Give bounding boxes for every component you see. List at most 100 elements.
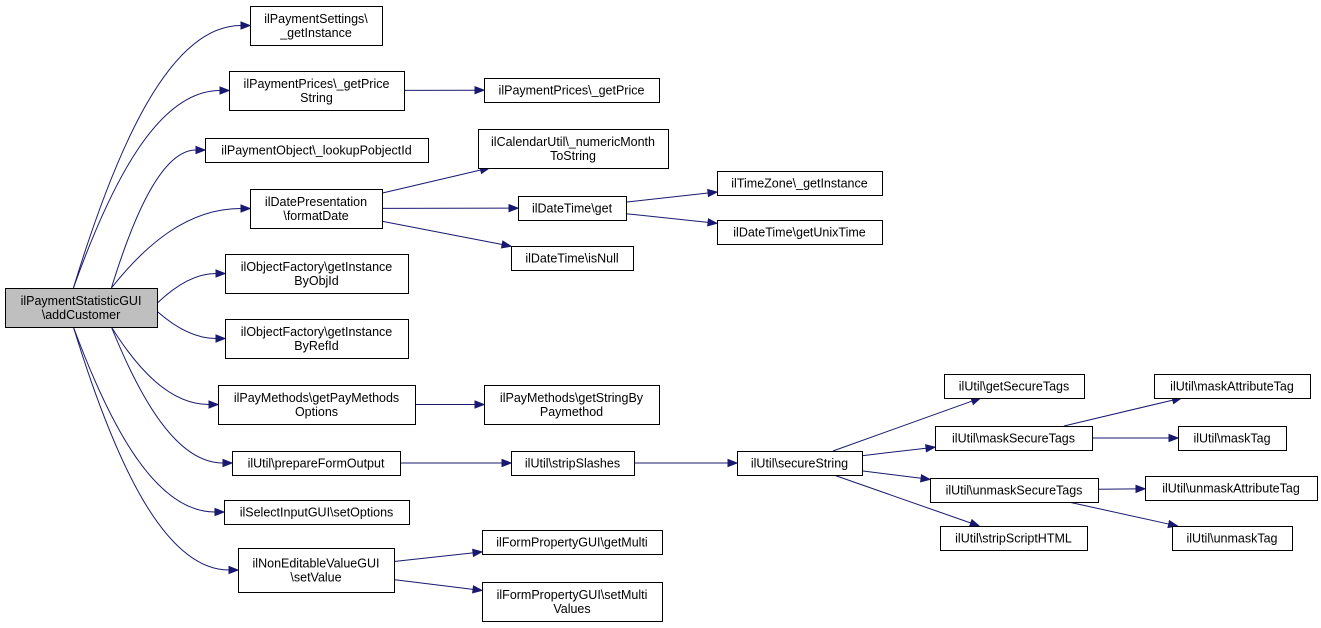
node-label-line: ilUtil\unmaskSecureTags [946, 484, 1083, 498]
edge-arrowhead [208, 400, 220, 409]
node-label-line: ilUtil\stripSlashes [525, 457, 620, 471]
node-box [232, 451, 401, 476]
edge-arrowhead [215, 334, 227, 343]
edge-masksec-to-masktag [1092, 433, 1180, 443]
node-label-line: ilPaymentPrices\_getPrice [499, 84, 645, 98]
node-label-line: ilUtil\unmaskTag [1186, 532, 1277, 546]
edge-line [110, 149, 197, 289]
node-box [484, 385, 660, 425]
edge-line [110, 326, 210, 405]
node-box [1178, 426, 1287, 451]
node-label-line: \formatDate [283, 209, 348, 223]
node-label-line: ilPaymentPrices\_getPrice [244, 77, 390, 91]
call-graph-nodes: ilPaymentStatisticGUI\addCustomer ilPayme… [5, 6, 1318, 622]
node-securestr[interactable]: ilUtil\secureString [737, 451, 863, 476]
node-masktag[interactable]: ilUtil\maskTag [1178, 426, 1287, 451]
edge-datepres-to-calmonth [381, 166, 491, 194]
node-label-line: Values [553, 602, 590, 616]
edge-arrowhead [222, 458, 234, 468]
edge-arrowhead [501, 458, 513, 468]
edge-line [1068, 501, 1169, 525]
node-box [225, 319, 409, 359]
edge-pricestr-to-getprice [403, 85, 486, 95]
node-box [511, 451, 635, 476]
node-box [482, 530, 663, 555]
node-settings[interactable]: ilPaymentSettings\_getInstance [250, 6, 383, 46]
edge-arrowhead [215, 269, 227, 278]
edge-dtget-to-tzinst [625, 188, 719, 203]
edge-root-to-datepres [111, 204, 252, 289]
node-datepres[interactable]: ilDatePresentation\formatDate [250, 189, 383, 229]
edge-arrowhead [214, 507, 226, 517]
edge-datepres-to-dtget [381, 203, 520, 213]
node-box [935, 426, 1093, 451]
edge-unmasksec-to-unmaskattr [1097, 484, 1147, 494]
edge-line [72, 90, 221, 289]
edge-securestr-to-unmasksec [861, 470, 932, 483]
edge-prepform-to-strip [400, 458, 513, 468]
edge-line [156, 310, 217, 339]
node-box [205, 138, 429, 163]
edge-arrowhead [727, 458, 739, 468]
edge-arrowhead [195, 145, 207, 155]
node-label-line: ToString [550, 149, 596, 163]
node-noneditable[interactable]: ilNonEditableValueGUI\setValue [238, 548, 395, 593]
node-masksec[interactable]: ilUtil\maskSecureTags [935, 426, 1093, 451]
node-label-line: ilDatePresentation [265, 195, 367, 209]
edge-arrowhead [472, 585, 484, 594]
node-box [511, 246, 634, 271]
edge-arrowhead [240, 21, 252, 30]
node-label-line: ilUtil\maskSecureTags [952, 432, 1075, 446]
edge-line [861, 447, 927, 457]
node-unixtime[interactable]: ilDateTime\getUnixTime [717, 220, 883, 245]
node-label-line: ilDateTime\get [532, 202, 613, 216]
node-selopt[interactable]: ilSelectInputGUI\setOptions [224, 500, 410, 525]
edge-root-to-noneditable [72, 326, 240, 575]
node-label-line: String [300, 91, 333, 105]
node-box [717, 220, 883, 245]
node-unmasktag[interactable]: ilUtil\unmaskTag [1172, 526, 1293, 551]
node-unmasksec[interactable]: ilUtil\unmaskSecureTags [930, 478, 1099, 503]
node-label-line: ilFormPropertyGUI\getMulti [496, 536, 647, 550]
edge-arrowhead [508, 203, 520, 213]
edge-arrowhead [219, 86, 231, 95]
node-box [1145, 476, 1318, 501]
node-root[interactable]: ilPaymentStatisticGUI\addCustomer [5, 288, 158, 328]
node-box [5, 288, 158, 328]
edge-line [111, 208, 242, 289]
node-getprice[interactable]: ilPaymentPrices\_getPrice [484, 78, 660, 103]
node-label-line: ByObjId [294, 274, 339, 288]
node-lookup[interactable]: ilPaymentObject\_lookupPobjectId [205, 138, 429, 163]
node-unmaskattr[interactable]: ilUtil\unmaskAttributeTag [1145, 476, 1318, 501]
node-getmulti[interactable]: ilFormPropertyGUI\getMulti [482, 530, 663, 555]
node-strip[interactable]: ilUtil\stripSlashes [511, 451, 635, 476]
node-box [218, 385, 416, 425]
edge-line [625, 192, 709, 203]
edge-arrowhead [228, 565, 240, 575]
node-label-line: ilUtil\secureString [751, 457, 848, 471]
node-maskattr[interactable]: ilUtil\maskAttributeTag [1154, 374, 1311, 399]
edge-arrowhead [925, 444, 937, 453]
call-graph-edges [72, 21, 1183, 594]
node-box [225, 254, 409, 294]
node-getsec[interactable]: ilUtil\getSecureTags [944, 374, 1085, 399]
node-label-line: ilPayMethods\getStringBy [500, 391, 644, 405]
node-label-line: \setValue [290, 571, 341, 585]
node-label-line: ilTimeZone\_getInstance [731, 177, 867, 191]
node-stripscript[interactable]: ilUtil\stripScriptHTML [940, 526, 1088, 551]
node-tzinst[interactable]: ilTimeZone\_getInstance [717, 171, 883, 196]
edge-line [833, 474, 971, 524]
node-prepform[interactable]: ilUtil\prepareFormOutput [232, 451, 401, 476]
node-dtget[interactable]: ilDateTime\get [518, 196, 627, 221]
node-isnull[interactable]: ilDateTime\isNull [511, 246, 634, 271]
node-label-line: ilSelectInputGUI\setOptions [240, 506, 394, 520]
edge-arrowhead [474, 400, 486, 409]
edge-masksec-to-maskattr [1063, 396, 1183, 427]
